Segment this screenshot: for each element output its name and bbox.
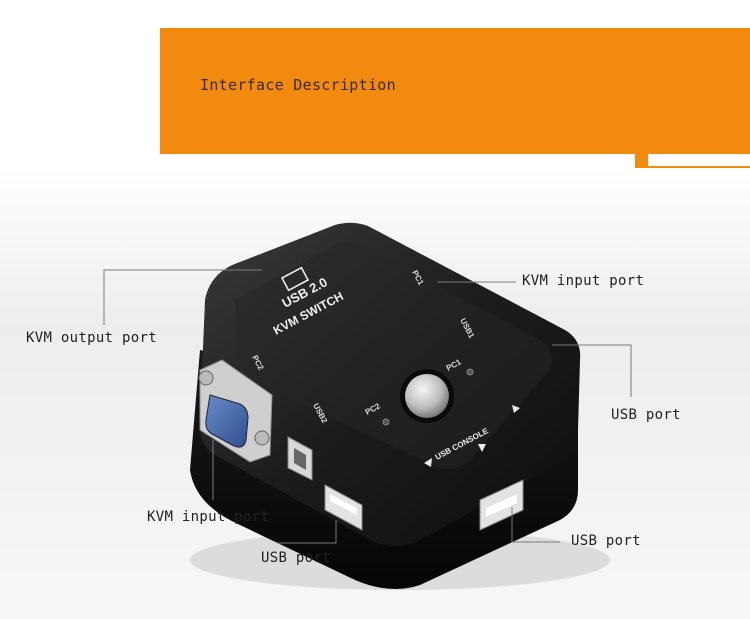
callout-usb-port-right: USB port xyxy=(611,407,681,423)
arrow-down-icon xyxy=(478,444,486,452)
line-usb-bottom-right xyxy=(511,507,560,543)
arrow-left-icon xyxy=(424,458,432,467)
switch-button[interactable] xyxy=(405,374,449,418)
callout-usb-port-bottom-right: USB port xyxy=(571,533,641,549)
callout-kvm-input-port-top: KVM input port xyxy=(522,273,645,289)
vga-screw-top-icon xyxy=(198,370,214,386)
arrow-right-icon xyxy=(512,405,520,413)
monitor-logo-icon xyxy=(280,266,310,292)
orange-banner xyxy=(160,28,750,154)
callout-usb-port-bottom-left: USB port xyxy=(261,550,331,566)
line-usb-right-upper xyxy=(552,344,632,397)
callout-kvm-output-port: KVM output port xyxy=(26,330,157,346)
vga-screw-bottom-icon xyxy=(254,430,270,446)
banner-title: Interface Description xyxy=(200,76,396,94)
usb-a-port-right-tongue xyxy=(486,494,517,517)
line-kvm-output xyxy=(103,269,262,325)
device-top-panel xyxy=(235,241,552,469)
line-usb-bottom-left xyxy=(277,520,337,544)
usb-a-port-left-tongue xyxy=(330,494,357,515)
usb-b-port-inner xyxy=(294,448,306,470)
vga-port[interactable] xyxy=(205,394,249,448)
callout-lines xyxy=(103,269,632,544)
callout-kvm-input-port-bottom: KVM input port xyxy=(147,509,270,525)
banner-accent-cutout xyxy=(648,154,750,166)
pc2-led-icon xyxy=(382,418,390,426)
pc1-led-icon xyxy=(466,368,474,376)
